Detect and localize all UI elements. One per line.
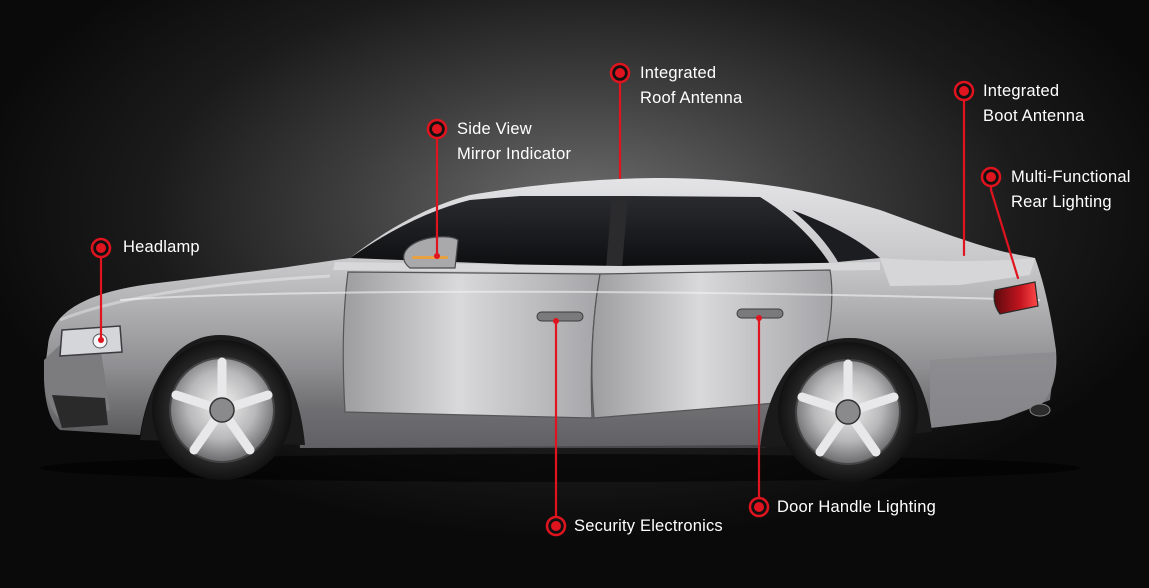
mirror-indicator-marker-icon: [426, 118, 448, 140]
callout-label-line: Security Electronics: [574, 517, 723, 535]
callout-markers: [90, 62, 1002, 537]
callout-label-line: Rear Lighting: [1011, 193, 1112, 211]
door-handle-lighting-marker-icon: [748, 496, 770, 518]
callout-label-line: Integrated: [640, 64, 717, 82]
rear-wheel: [778, 342, 918, 482]
boot-antenna-marker-icon: [953, 80, 975, 102]
roof-antenna-marker-icon: [609, 62, 631, 84]
callout-label-line: Roof Antenna: [640, 89, 743, 107]
callout-label-line: Mirror Indicator: [457, 145, 572, 163]
callout-label-line: Headlamp: [123, 238, 200, 256]
callout-label-line: Integrated: [983, 82, 1060, 100]
headlamp-marker-icon: [90, 237, 112, 259]
callout-label-line: Boot Antenna: [983, 107, 1085, 125]
callout-security-electronics: Security Electronics: [574, 514, 723, 539]
callout-headlamp: Headlamp: [123, 235, 200, 260]
rear-lighting-marker-icon: [980, 166, 1002, 188]
callout-label-line: Multi-Functional: [1011, 168, 1131, 186]
callout-door-handle-lighting: Door Handle Lighting: [777, 495, 936, 520]
callout-label-line: Side View: [457, 120, 532, 138]
callout-boot-antenna: Integrated Boot Antenna: [983, 79, 1085, 129]
callout-roof-antenna: Integrated Roof Antenna: [640, 61, 742, 111]
security-electronics-marker-icon: [545, 515, 567, 537]
callout-label-line: Door Handle Lighting: [777, 498, 937, 516]
callout-rear-lighting: Multi-Functional Rear Lighting: [1011, 165, 1131, 215]
callout-mirror-indicator: Side View Mirror Indicator: [457, 117, 571, 167]
front-wheel: [152, 340, 292, 480]
